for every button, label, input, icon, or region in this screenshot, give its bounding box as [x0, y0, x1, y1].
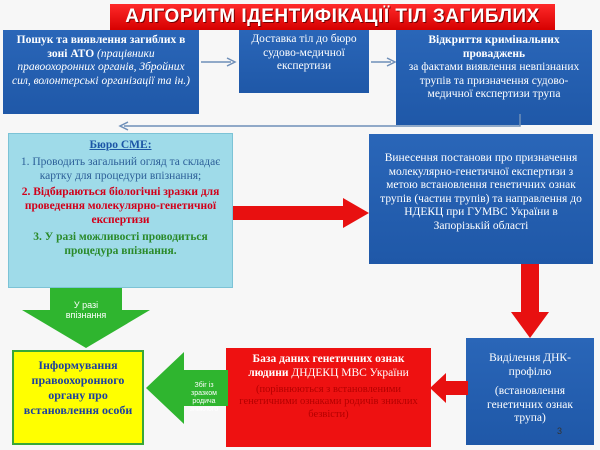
database-text: ДНДЕКЦ МВС України: [291, 366, 409, 379]
sme-heading: Бюро СМЕ:: [89, 139, 152, 151]
step-dna-box: Виділення ДНК-профілю (встановлення гене…: [466, 338, 594, 445]
page-title: АЛГОРИТМ ІДЕНТИФІКАЦІЇ ТІЛ ЗАГИБЛИХ: [110, 4, 555, 30]
database-faint-text: (порівнюються з встановленими генетичним…: [239, 383, 418, 420]
green-arrow-down: [22, 288, 150, 348]
database-bold: База даних генетичних ознак людини: [248, 353, 405, 379]
step-search-box: Пошук та виявлення загиблих в зоні АТО (…: [3, 30, 199, 114]
step-resolution-box: Винесення постанови про призначення моле…: [369, 134, 593, 264]
step-dna-line1: Виділення ДНК-профілю: [489, 352, 571, 378]
green-left-label: Збіг із зразком родича зниклого: [189, 382, 219, 414]
red-arrow-down: [511, 264, 549, 338]
page-number: 3: [556, 426, 562, 436]
red-arrow-right: [233, 198, 369, 228]
step-resolution-text: Винесення постанови про призначення моле…: [380, 152, 582, 232]
step-proceedings-text: за фактами виявлення невпізнаних трупів …: [408, 61, 580, 101]
step-delivery-box: Доставка тіл до бюро судово-медичної екс…: [239, 30, 369, 93]
red-arrow-left: [430, 373, 468, 403]
green-arrow-left: [146, 352, 228, 424]
sme-bureau-box: Бюро СМЕ: 1. Проводить загальний огляд т…: [8, 133, 233, 288]
sme-item-3: 3. У разі можливості проводиться процеду…: [33, 230, 208, 257]
step-proceedings-bold: Відкриття кримінальних проваджень: [428, 34, 560, 60]
genetic-database-box: База даних генетичних ознак людини ДНДЕК…: [226, 348, 431, 447]
step-dna-line2: (встановлення генетичних ознак трупа): [487, 385, 573, 425]
connector-to-sme: [118, 114, 521, 131]
step-proceedings-box: Відкриття кримінальних проваджень за фак…: [396, 30, 592, 125]
green-down-label: У разі впізнання: [65, 300, 107, 321]
arrow-right-1: [201, 57, 237, 67]
inform-result-box: Інформування правоохоронного органу про …: [12, 350, 144, 445]
step-search-italic: (працівники правоохоронних органів, Збро…: [11, 47, 191, 87]
inform-result-text: Інформування правоохоронного органу про …: [23, 358, 133, 417]
step-search-bold: Пошук та виявлення загиблих в зоні АТО: [16, 34, 186, 60]
sme-item-1: 1. Проводить загальний огляд та складає …: [20, 155, 221, 182]
arrow-right-2: [371, 57, 397, 67]
sme-item-2: 2. Відбираються біологічні зразки для пр…: [21, 186, 220, 226]
step-delivery-text: Доставка тіл до бюро судово-медичної екс…: [251, 33, 357, 73]
